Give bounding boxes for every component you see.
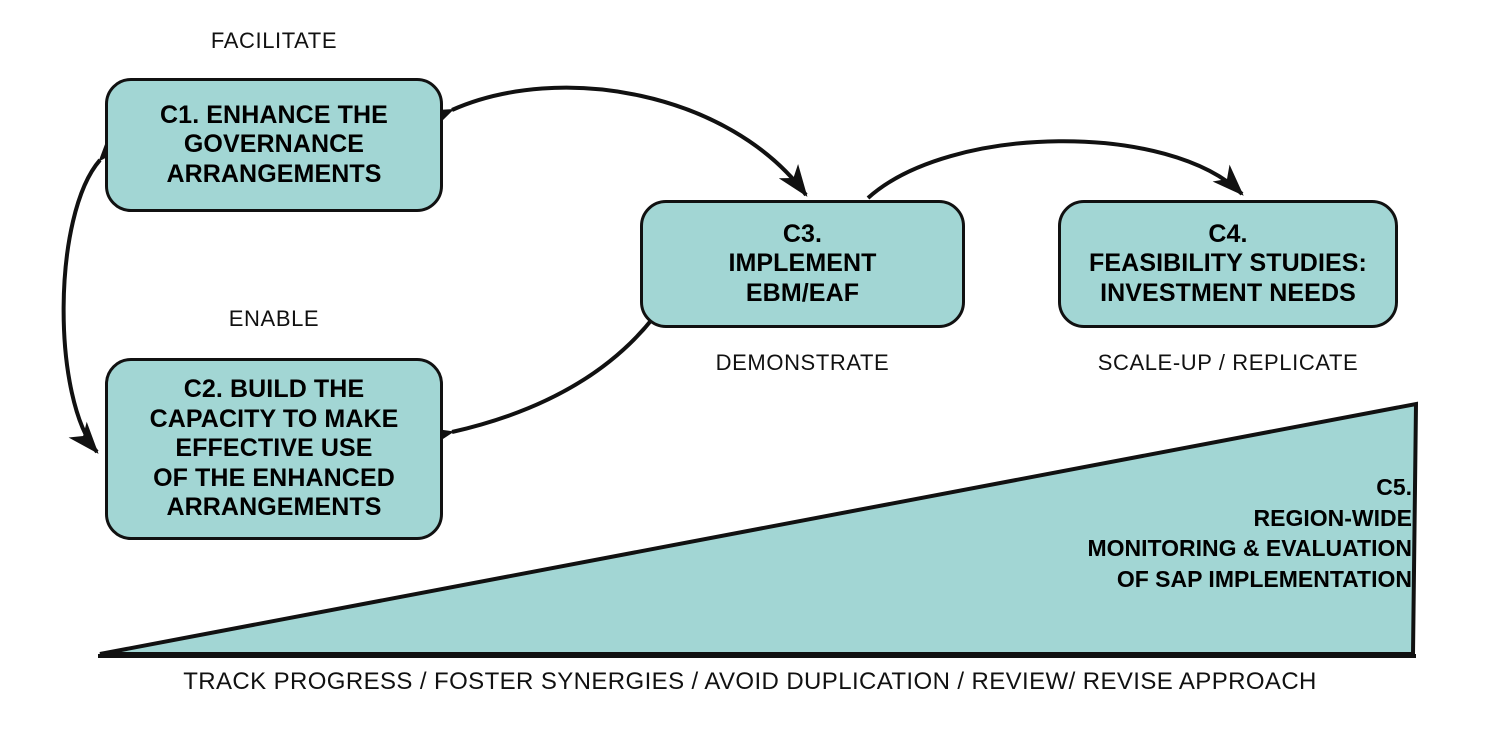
connector-c1-c2 bbox=[61, 129, 129, 454]
label-demonstrate: DEMONSTRATE bbox=[715, 350, 890, 375]
node-c3-line-2: IMPLEMENT bbox=[728, 249, 877, 278]
node-c5-line-1: C5. bbox=[1376, 474, 1412, 500]
node-c4-line-1: C4. bbox=[1208, 219, 1248, 248]
node-c2-text: C2. BUILD THE CAPACITY TO MAKE EFFECTIVE… bbox=[150, 375, 399, 523]
node-c3[interactable]: C3. IMPLEMENT EBM/EAF bbox=[640, 200, 965, 328]
node-c1[interactable]: C1. ENHANCE THE GOVERNANCE ARRANGEMENTS bbox=[105, 78, 443, 212]
node-c5-line-3: MONITORING & EVALUATION bbox=[1087, 535, 1412, 562]
node-c4-text: C4. FEASIBILITY STUDIES: INVESTMENT NEED… bbox=[1089, 220, 1367, 309]
connector-c2-c3 bbox=[420, 293, 671, 451]
node-c1-line-1: C1. ENHANCE THE bbox=[160, 100, 388, 129]
node-c3-line-3: EBM/EAF bbox=[745, 278, 860, 307]
node-c1-line-3: ARRANGEMENTS bbox=[166, 159, 382, 188]
node-c4[interactable]: C4. FEASIBILITY STUDIES: INVESTMENT NEED… bbox=[1058, 200, 1398, 328]
node-c3-text: C3. IMPLEMENT EBM/EAF bbox=[728, 220, 876, 309]
node-c1-text: C1. ENHANCE THE GOVERNANCE ARRANGEMENTS bbox=[160, 101, 388, 190]
node-c3-line-1: C3. bbox=[782, 219, 823, 248]
node-c2-line-2: CAPACITY TO MAKE bbox=[149, 404, 399, 433]
connector-c1-c3 bbox=[420, 85, 808, 197]
connector-c3-c4 bbox=[866, 139, 1244, 200]
node-c5-text: C5. REGION-WIDE MONITORING & EVALUATION … bbox=[1087, 472, 1412, 594]
label-enable: ENABLE bbox=[228, 306, 320, 331]
bottom-caption: TRACK PROGRESS / FOSTER SYNERGIES / AVOI… bbox=[183, 668, 1317, 695]
node-c2-line-1: C2. BUILD THE bbox=[183, 375, 365, 404]
node-c5-line-2: REGION-WIDE bbox=[1253, 504, 1412, 531]
node-c4-line-3: INVESTMENT NEEDS bbox=[1100, 278, 1356, 307]
node-c2-line-5: ARRANGEMENTS bbox=[166, 493, 382, 522]
label-facilitate: FACILITATE bbox=[210, 28, 338, 53]
node-c5-line-4: OF SAP IMPLEMENTATION bbox=[1116, 565, 1412, 592]
node-c2[interactable]: C2. BUILD THE CAPACITY TO MAKE EFFECTIVE… bbox=[105, 358, 443, 540]
label-scale-up-replicate: SCALE-UP / REPLICATE bbox=[1097, 350, 1359, 375]
node-c2-line-3: EFFECTIVE USE bbox=[175, 434, 373, 463]
node-c2-line-4: OF THE ENHANCED bbox=[153, 463, 395, 492]
node-c1-line-2: GOVERNANCE bbox=[183, 130, 365, 159]
node-c4-line-2: FEASIBILITY STUDIES: bbox=[1089, 249, 1367, 278]
